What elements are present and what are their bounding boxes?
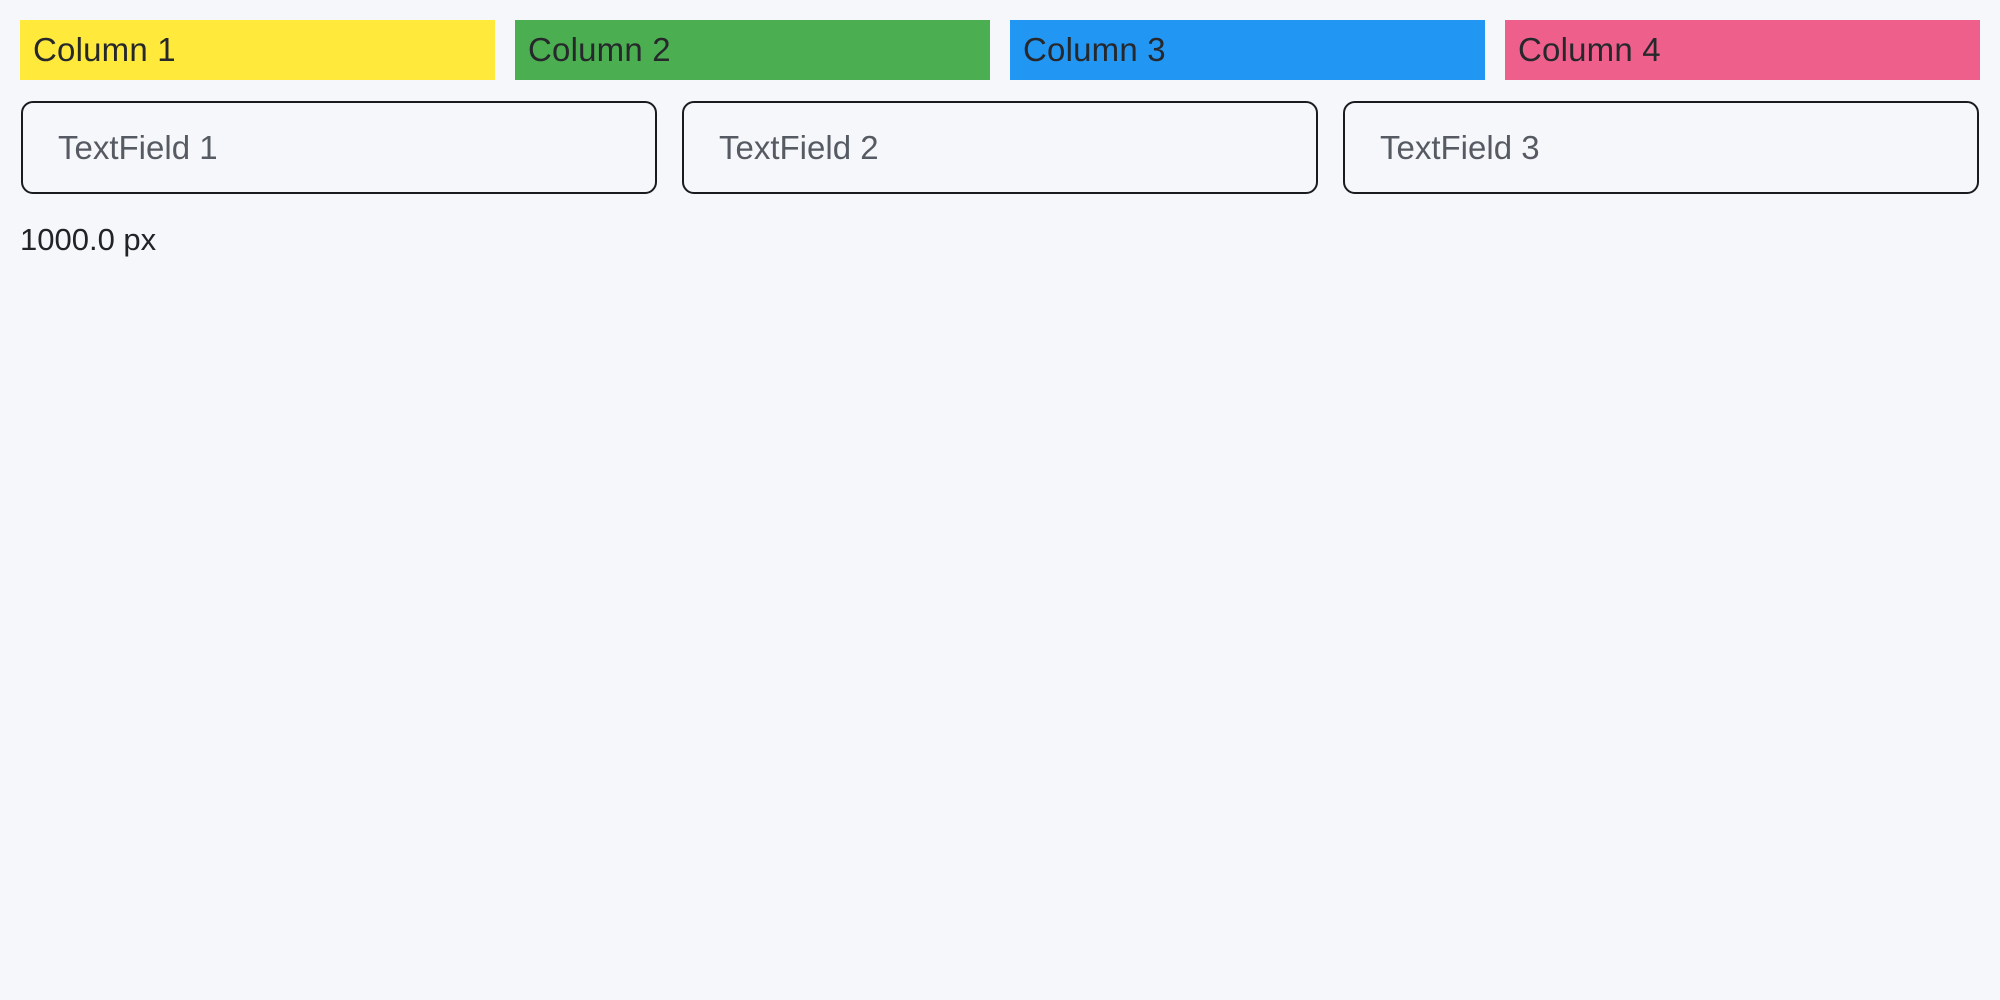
textfield-3[interactable] (1343, 101, 1979, 194)
column-header-4: Column 4 (1505, 20, 1980, 80)
column-header-2: Column 2 (515, 20, 990, 80)
column-header-1: Column 1 (20, 20, 495, 80)
textfield-2[interactable] (682, 101, 1318, 194)
column-header-3-label: Column 3 (1023, 31, 1166, 68)
column-header-2-label: Column 2 (528, 31, 671, 68)
column-header-3: Column 3 (1010, 20, 1485, 80)
column-header-1-label: Column 1 (33, 31, 176, 68)
column-header-4-label: Column 4 (1518, 31, 1661, 68)
textfield-1[interactable] (21, 101, 657, 194)
window-width-label: 1000.0 px (20, 222, 157, 257)
columns-row: Column 1 Column 2 Column 3 Column 4 (0, 0, 2000, 80)
textfields-row (0, 101, 2000, 194)
